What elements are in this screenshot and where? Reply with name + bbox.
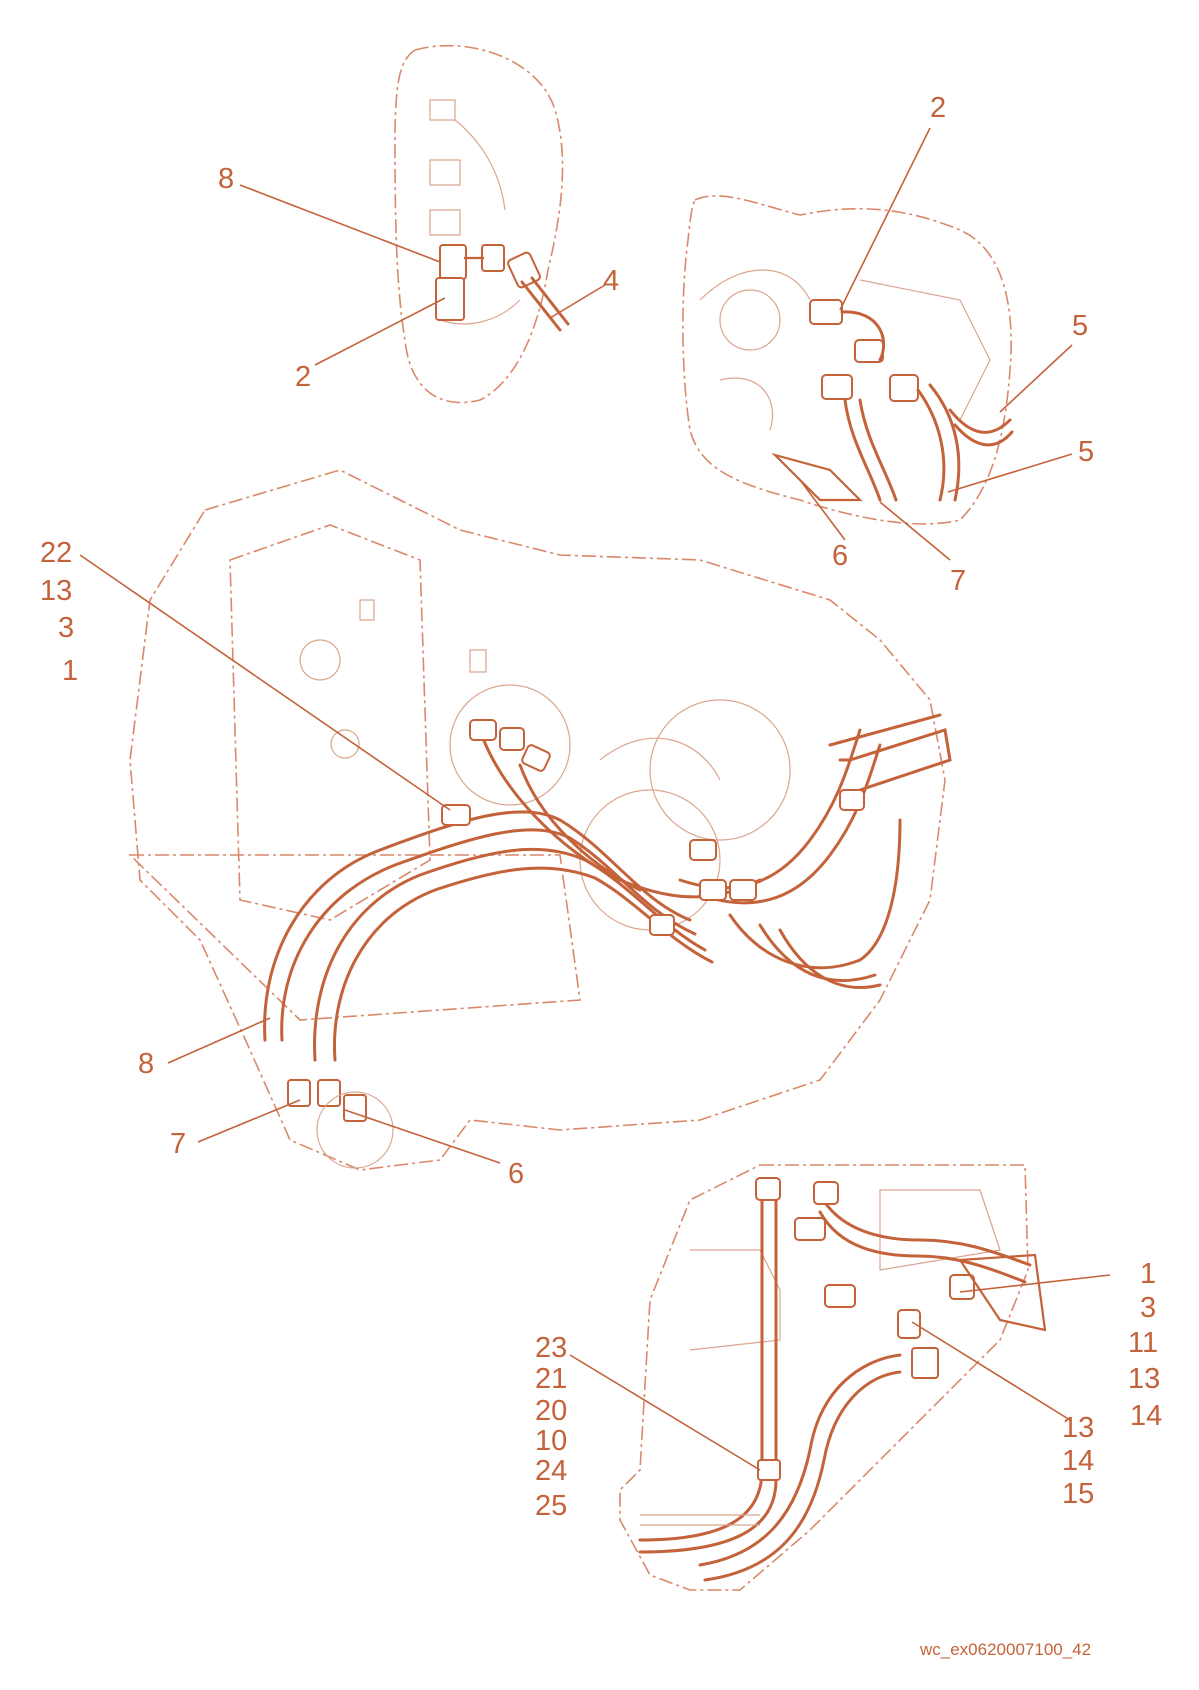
callout-bottom-10: 10 xyxy=(535,1425,568,1457)
leader-line xyxy=(549,284,606,319)
callout-bottom-20: 20 xyxy=(535,1395,568,1427)
callout-bottom-right-13a: 13 xyxy=(1128,1363,1161,1395)
leader-line xyxy=(239,184,441,263)
callout-top-left-4: 4 xyxy=(603,265,620,297)
leader-line xyxy=(799,479,846,541)
callout-bottom-right-15: 15 xyxy=(1062,1478,1095,1510)
callout-main-7: 7 xyxy=(170,1128,187,1160)
callout-top-right-6: 6 xyxy=(832,540,849,572)
callout-top-left-2: 2 xyxy=(295,361,312,393)
top-left-detail-view xyxy=(394,44,570,404)
callout-bottom-21: 21 xyxy=(535,1363,568,1395)
leader-line xyxy=(167,1017,271,1064)
callout-bottom-25: 25 xyxy=(535,1490,568,1522)
main-assembly-view xyxy=(128,469,952,1171)
leader-line xyxy=(344,1109,501,1164)
callout-main-1: 1 xyxy=(62,655,79,687)
callout-main-6: 6 xyxy=(508,1158,525,1190)
leader-line xyxy=(879,501,951,561)
callout-main-3: 3 xyxy=(58,612,75,644)
callout-main-13: 13 xyxy=(40,575,73,607)
callout-bottom-23: 23 xyxy=(535,1332,568,1364)
leader-line xyxy=(197,1099,301,1143)
callout-top-right-2: 2 xyxy=(930,92,947,124)
callout-top-left-8: 8 xyxy=(218,163,235,195)
leader-line xyxy=(314,297,446,366)
callout-bottom-right-11: 11 xyxy=(1128,1327,1159,1359)
callout-main-22: 22 xyxy=(40,537,73,569)
callout-bottom-right-13b: 13 xyxy=(1062,1412,1095,1444)
leader-line xyxy=(959,1274,1111,1293)
leader-line xyxy=(569,1354,761,1471)
leader-line xyxy=(947,453,1073,493)
callout-main-8: 8 xyxy=(138,1048,155,1080)
callout-bottom-right-3: 3 xyxy=(1140,1292,1157,1324)
callout-bottom-right-1: 1 xyxy=(1140,1258,1157,1290)
leader-line xyxy=(911,1321,1071,1421)
callout-bottom-right-14a: 14 xyxy=(1130,1400,1163,1432)
leader-line xyxy=(839,127,931,311)
callout-bottom-right-14b: 14 xyxy=(1062,1445,1095,1477)
callout-bottom-24: 24 xyxy=(535,1455,568,1487)
callout-top-right-5a: 5 xyxy=(1072,310,1089,342)
callout-top-right-5b: 5 xyxy=(1078,436,1095,468)
callout-top-right-7: 7 xyxy=(950,565,967,597)
leader-line xyxy=(999,344,1073,413)
bottom-detail-view xyxy=(619,1164,1047,1591)
drawing-reference-caption: wc_ex0620007100_42 xyxy=(920,1640,1092,1659)
top-right-detail-view xyxy=(682,195,1014,525)
leader-line xyxy=(79,554,451,811)
